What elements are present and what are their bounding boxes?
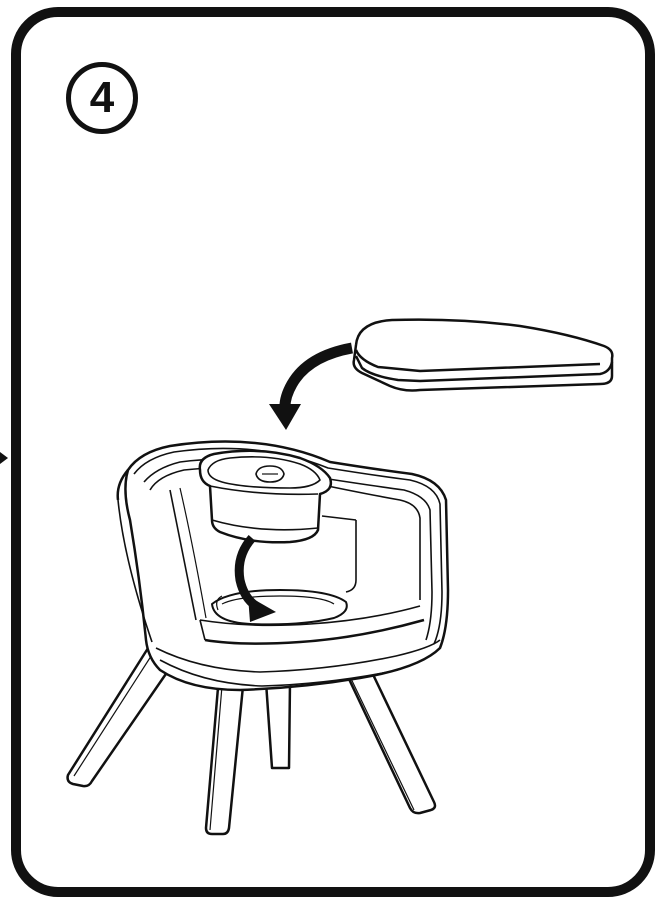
panel-frame xyxy=(16,12,650,892)
step-number: 4 xyxy=(90,73,114,123)
potty-hole xyxy=(212,590,347,624)
arrowhead-right-icon xyxy=(0,452,8,464)
curved-arrow-down-icon xyxy=(269,348,352,430)
seat-cushion xyxy=(354,320,613,391)
step-number-badge: 4 xyxy=(66,62,138,134)
potty-insert xyxy=(200,451,331,542)
